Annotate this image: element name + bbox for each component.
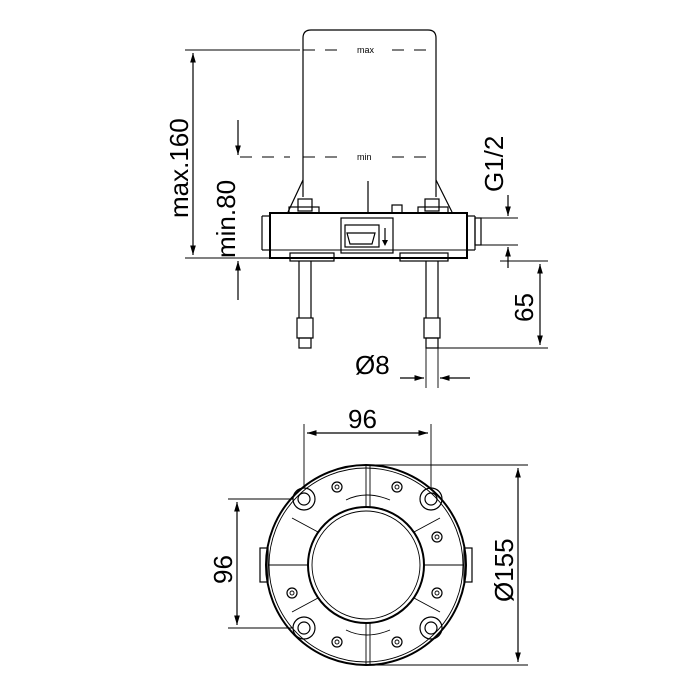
dim-thread-label: G1/2 <box>479 136 509 192</box>
mount-hole-top-right <box>419 487 443 511</box>
dim-hole-spacing-horizontal-label: 96 <box>348 404 377 434</box>
max-mark-label: max <box>357 45 375 55</box>
pin-left <box>296 261 314 349</box>
dim-hole-spacing-vertical-label: 96 <box>208 555 238 584</box>
foot-left <box>289 252 335 262</box>
dim-pin-length: 65 <box>438 260 548 349</box>
small-screws <box>286 481 443 648</box>
extension-housing <box>302 29 437 197</box>
min-mark-label: min <box>357 152 372 162</box>
mount-hole-bottom-left <box>292 616 316 640</box>
pin-right <box>423 261 441 349</box>
thread-connector-right <box>474 217 482 246</box>
dim-hole-spacing-vertical: 96 <box>208 498 293 629</box>
top-view: 96 96 Ø155 <box>208 404 528 666</box>
dim-pin-diameter: Ø8 <box>355 348 470 388</box>
dim-max-height-label: max.160 <box>164 118 194 218</box>
foot-right <box>399 252 449 262</box>
center-screw <box>391 204 403 214</box>
dim-outer-diameter: Ø155 <box>366 464 528 666</box>
dim-min-height-label: min.80 <box>211 180 241 258</box>
base-body <box>269 212 468 259</box>
mount-hole-bottom-right <box>419 616 443 640</box>
bolt-right <box>424 198 440 212</box>
mount-hole-top-left <box>292 487 316 511</box>
dim-max-height: max.160 <box>164 49 300 259</box>
dim-thread: G1/2 <box>479 136 518 268</box>
support-right <box>435 179 453 213</box>
inner-ring <box>307 506 425 624</box>
label-plate <box>340 217 394 254</box>
dim-pin-length-label: 65 <box>509 293 539 322</box>
dim-min-height: min.80 <box>211 120 241 300</box>
max-mark: max <box>303 45 436 55</box>
dim-outer-diameter-label: Ø155 <box>489 538 519 602</box>
dim-pin-diameter-label: Ø8 <box>355 350 390 380</box>
side-view: max min <box>164 29 548 388</box>
dim-hole-spacing-horizontal: 96 <box>303 404 432 488</box>
bolt-left <box>297 198 313 212</box>
min-mark: min <box>240 152 436 162</box>
